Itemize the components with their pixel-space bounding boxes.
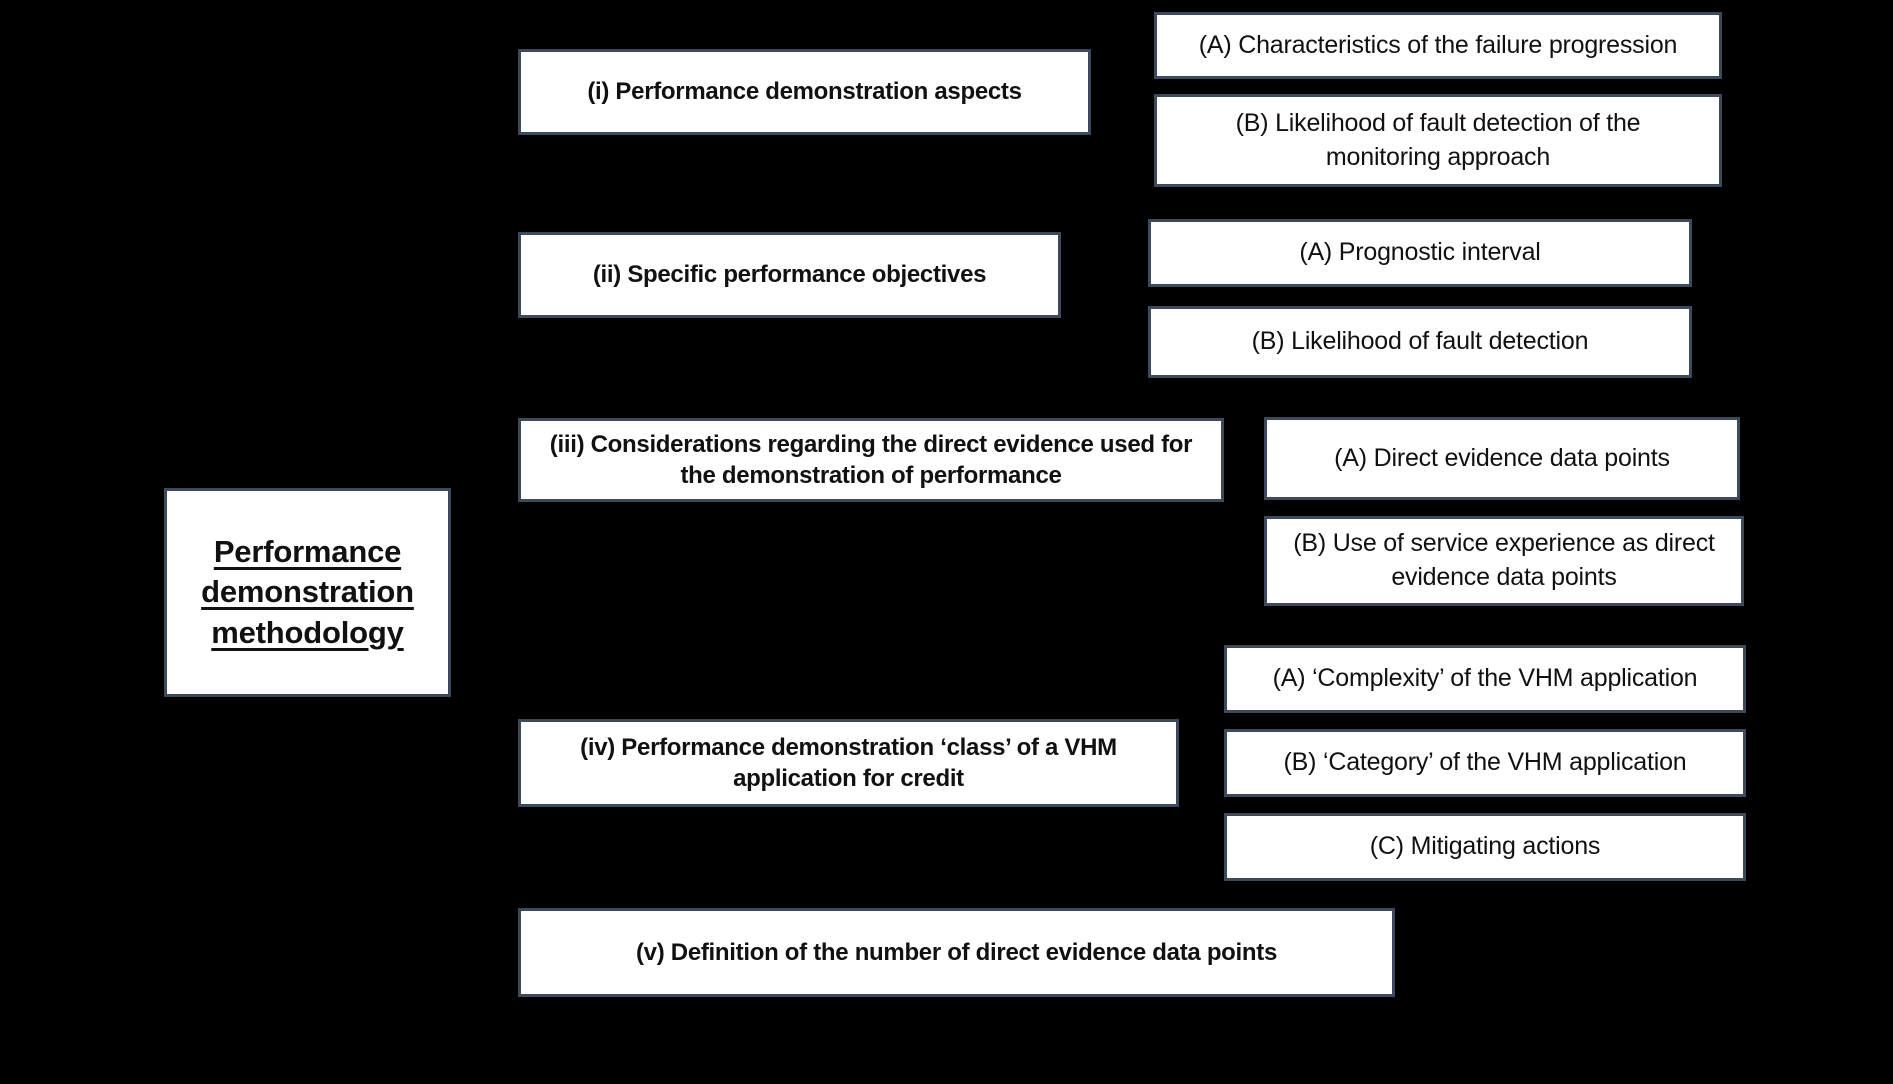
leaf-node-iv-b-category-vhm-application: (B) ‘Category’ of the VHM application (1224, 729, 1746, 797)
branch-node-v-definition-number-direct-evidence-data-points: (v) Definition of the number of direct e… (518, 908, 1395, 997)
branch-node-ii-specific-performance-objectives: (ii) Specific performance objectives (518, 232, 1061, 318)
leaf-node-ii-b-likelihood-fault-detection: (B) Likelihood of fault detection (1148, 306, 1692, 378)
branch-node-iii-considerations-direct-evidence: (iii) Considerations regarding the direc… (518, 418, 1224, 502)
leaf-node-i-b-likelihood-fault-detection-monitoring: (B) Likelihood of fault detection of the… (1154, 94, 1722, 187)
leaf-node-i-a-characteristics-failure-progression: (A) Characteristics of the failure progr… (1154, 12, 1722, 79)
leaf-node-iii-b-service-experience-direct-evidence: (B) Use of service experience as direct … (1264, 516, 1744, 606)
branch-node-iv-performance-demonstration-class: (iv) Performance demonstration ‘class’ o… (518, 719, 1179, 807)
leaf-node-iv-a-complexity-vhm-application: (A) ‘Complexity’ of the VHM application (1224, 645, 1746, 713)
branch-node-i-performance-demonstration-aspects: (i) Performance demonstration aspects (518, 49, 1091, 135)
leaf-node-iii-a-direct-evidence-data-points: (A) Direct evidence data points (1264, 417, 1740, 500)
leaf-node-iv-c-mitigating-actions: (C) Mitigating actions (1224, 813, 1746, 881)
root-node-performance-demonstration-methodology: Performance demonstration methodology (164, 488, 451, 697)
leaf-node-ii-a-prognostic-interval: (A) Prognostic interval (1148, 219, 1692, 287)
